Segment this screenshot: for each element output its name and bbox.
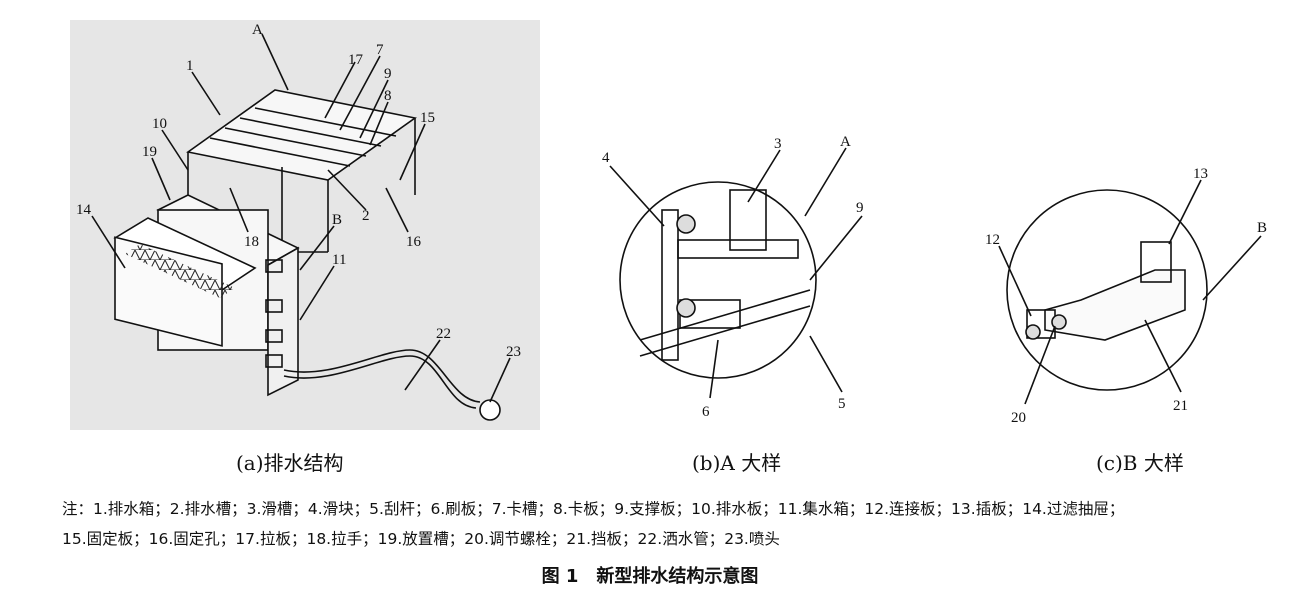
label-a-19: 19 (142, 144, 157, 160)
label-c-12: 12 (985, 232, 1000, 248)
label-b-6: 6 (702, 404, 710, 420)
label-a-23: 23 (506, 344, 521, 360)
panel-a: A 1 17 7 9 8 10 15 19 14 18 2 16 B 11 22… (70, 20, 540, 430)
figure-title: 图 1 新型排水结构示意图 (541, 566, 759, 587)
label-a-B: B (332, 212, 342, 228)
label-a-10: 10 (152, 116, 167, 132)
label-b-9: 9 (856, 200, 864, 216)
label-a-1: 1 (186, 58, 194, 74)
label-a-14: 14 (76, 202, 92, 218)
panel-b-drawing: 4 3 A 9 6 5 (602, 134, 864, 420)
label-a-22: 22 (436, 326, 451, 342)
label-a-A: A (252, 22, 263, 38)
panel-a-caption: (a)排水结构 (236, 451, 344, 475)
panel-a-drawing: A 1 17 7 9 8 10 15 19 14 18 2 16 B 11 22… (70, 20, 540, 430)
label-c-20: 20 (1011, 410, 1026, 426)
label-a-16: 16 (406, 234, 422, 250)
label-a-15: 15 (420, 110, 435, 126)
panel-c-drawing: 13 B 12 20 21 (985, 166, 1267, 426)
panel-c: 13 B 12 20 21 (985, 160, 1285, 430)
label-b-A: A (840, 134, 851, 150)
legend-note-line-2: 15.固定板；16.固定孔；17.拉板；18.拉手；19.放置槽；20.调节螺栓… (62, 530, 780, 548)
label-b-3: 3 (774, 136, 782, 152)
label-b-4: 4 (602, 150, 610, 166)
label-a-9: 9 (384, 66, 392, 82)
legend-note-line-1: 注：1.排水箱；2.排水槽；3.滑槽；4.滑块；5.刮杆；6.刷板；7.卡槽；8… (62, 500, 1125, 518)
panel-c-caption: (c)B 大样 (1096, 451, 1184, 475)
label-a-7: 7 (376, 42, 384, 58)
label-c-B: B (1257, 220, 1267, 236)
label-a-17: 17 (348, 52, 364, 68)
panel-b: 4 3 A 9 6 5 (600, 130, 900, 420)
label-a-18: 18 (244, 234, 259, 250)
label-a-11: 11 (332, 252, 346, 268)
label-c-13: 13 (1193, 166, 1208, 182)
panel-b-caption: (b)A 大样 (692, 451, 782, 475)
label-c-21: 21 (1173, 398, 1188, 414)
label-a-8: 8 (384, 88, 392, 104)
label-b-5: 5 (838, 396, 846, 412)
label-a-2: 2 (362, 208, 370, 224)
